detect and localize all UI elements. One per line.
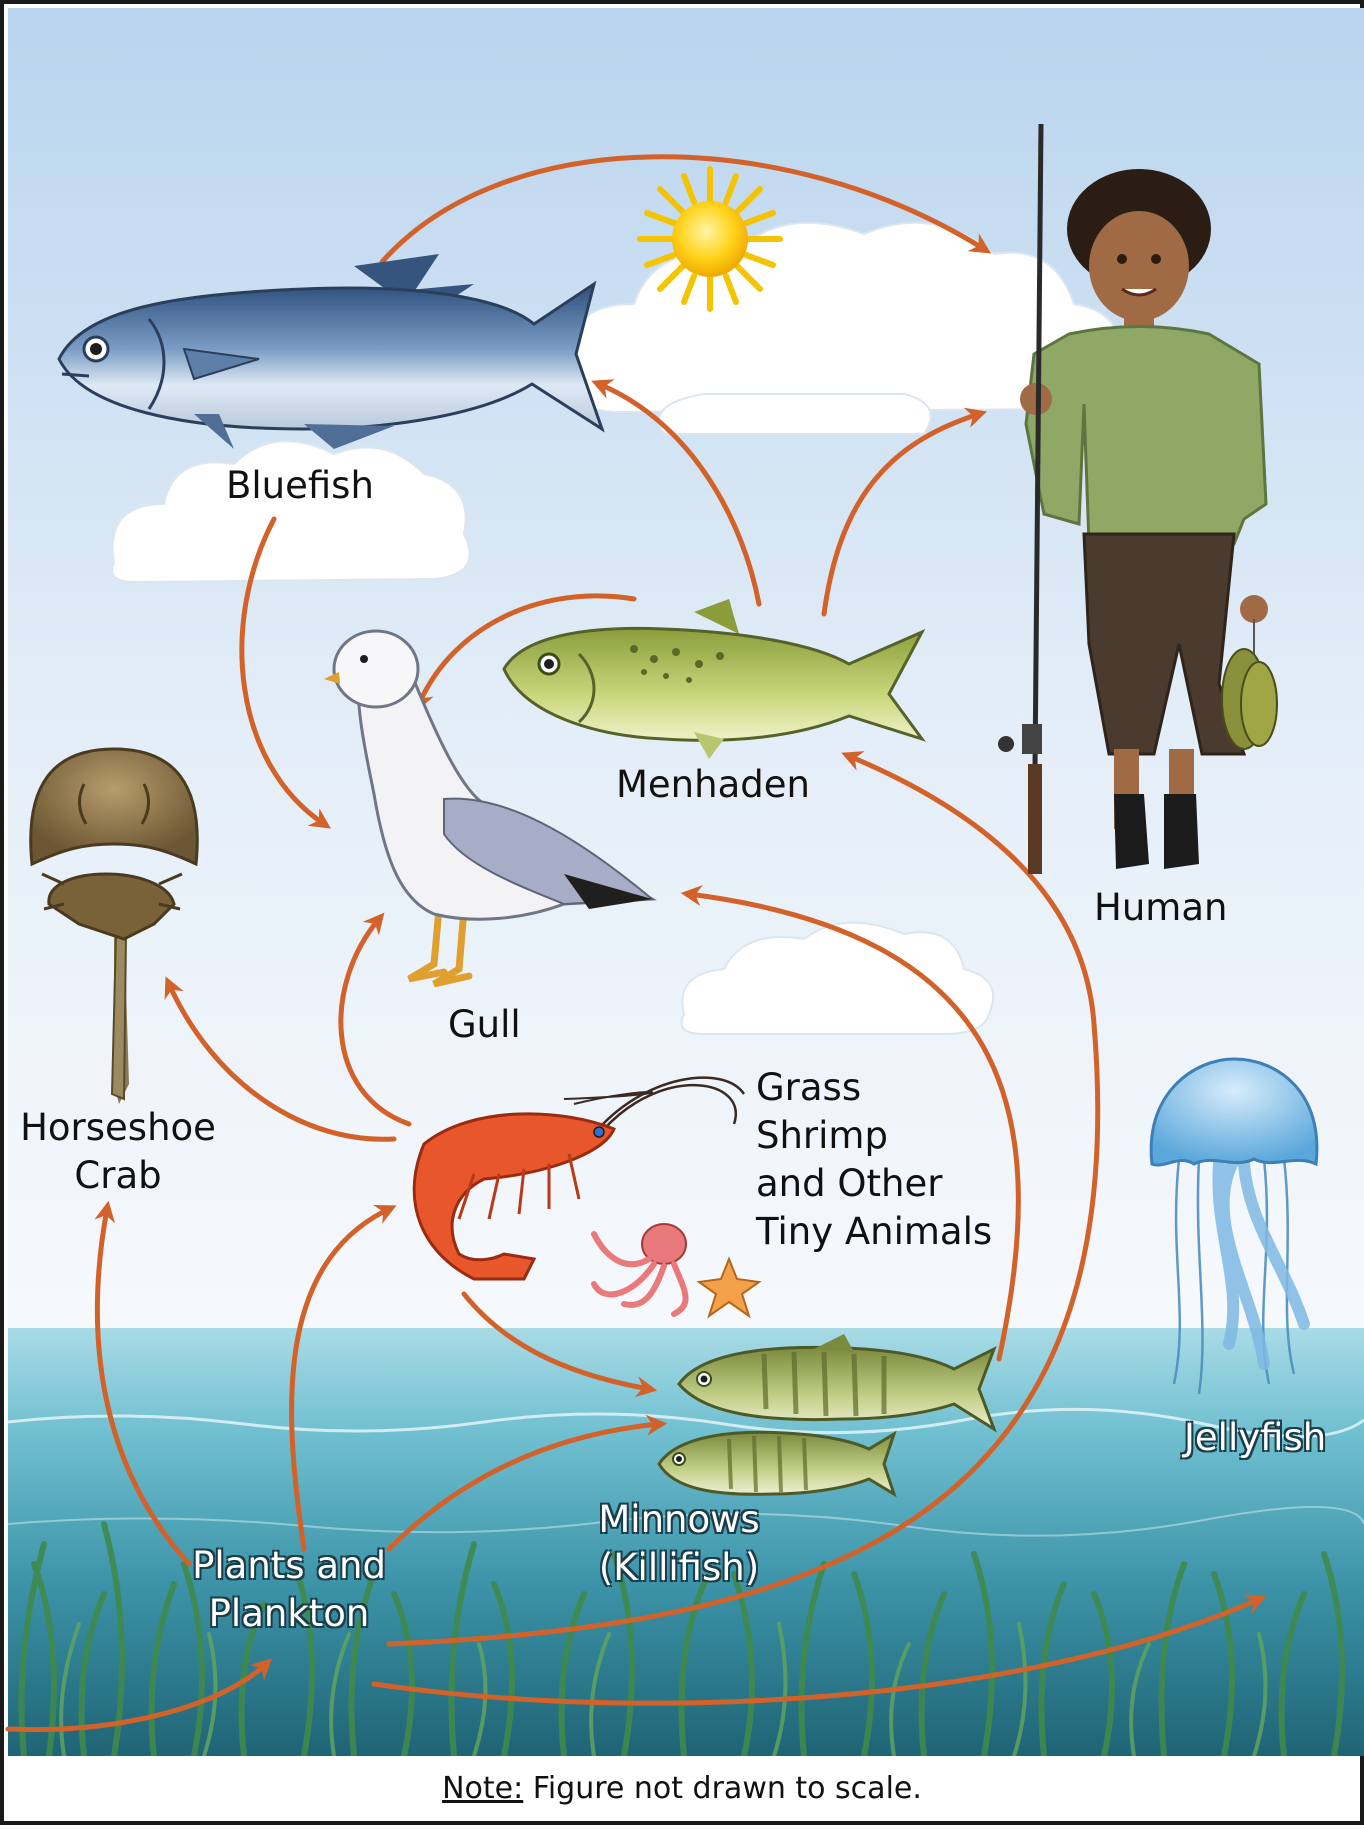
note-text: Figure not drawn to scale.	[523, 1771, 922, 1806]
plants-plankton-label-line: Plankton	[184, 1590, 394, 1638]
jellyfish-label: Jellyfish	[1184, 1414, 1326, 1462]
grass-shrimp-label-line: Grass	[756, 1064, 992, 1112]
horseshoe-crab-label-line: Horseshoe	[18, 1104, 218, 1152]
minnows-label-line: Minnows	[574, 1496, 784, 1544]
grass-shrimp-label-line: Shrimp	[756, 1112, 992, 1160]
grass-shrimp-label: Grass Shrimp and Other Tiny Animals	[756, 1064, 992, 1256]
grass-shrimp-label-line: and Other	[756, 1160, 992, 1208]
scale-note: Note: Figure not drawn to scale.	[4, 1769, 1360, 1809]
horseshoe-crab-label: Horseshoe Crab	[18, 1104, 218, 1200]
grass-shrimp-label-line: Tiny Animals	[756, 1208, 992, 1256]
sun-icon	[640, 169, 780, 309]
menhaden-label: Menhaden	[616, 761, 810, 809]
plants-plankton-label: Plants and Plankton	[184, 1542, 394, 1638]
bluefish-label: Bluefish	[226, 462, 374, 510]
note-label: Note:	[442, 1771, 523, 1806]
minnows-label-line: (Killifish)	[574, 1544, 784, 1592]
gull-label: Gull	[448, 1001, 521, 1049]
human-label: Human	[1094, 884, 1227, 932]
plants-plankton-label-line: Plants and	[184, 1542, 394, 1590]
horseshoe-crab-label-line: Crab	[18, 1152, 218, 1200]
minnows-label: Minnows (Killifish)	[574, 1496, 784, 1592]
